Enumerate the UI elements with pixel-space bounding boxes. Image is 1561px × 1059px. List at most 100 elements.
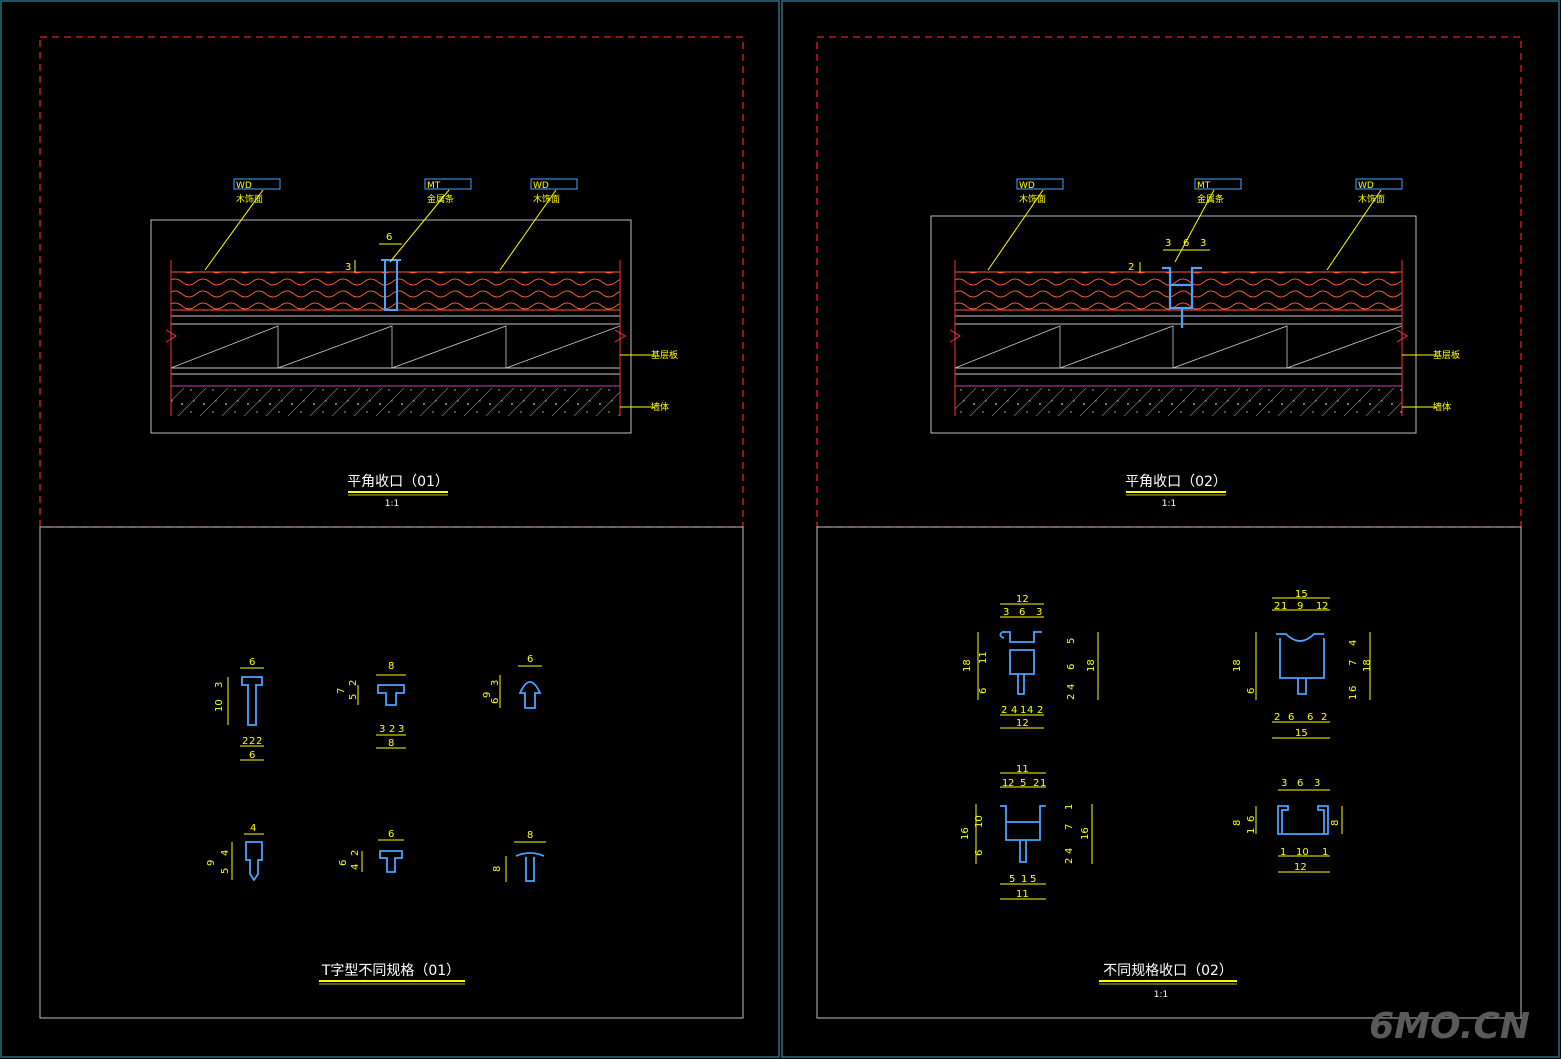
- svg-text:7: 7: [1064, 824, 1075, 830]
- svg-text:2: 2: [1322, 601, 1328, 612]
- svg-text:6: 6: [978, 688, 989, 694]
- spec-panel-frame: [816, 526, 1522, 1019]
- svg-text:8: 8: [1330, 820, 1341, 826]
- svg-text:1: 1: [1021, 874, 1027, 885]
- watermark: 6MO.CN: [1369, 1006, 1530, 1047]
- right-sheet-frame: [781, 0, 1560, 1058]
- svg-text:5: 5: [1066, 638, 1077, 644]
- right-label-wall: 墙体: [1433, 401, 1451, 413]
- svg-text:7: 7: [336, 688, 347, 694]
- svg-text:4: 4: [220, 850, 231, 856]
- right-dim-top-3: 3: [1200, 238, 1206, 249]
- svg-text:6: 6: [1066, 664, 1077, 670]
- svg-text:2: 2: [1001, 705, 1007, 716]
- svg-text:3: 3: [214, 682, 225, 688]
- svg-text:8: 8: [388, 661, 394, 672]
- svg-text:6: 6: [1348, 686, 1359, 692]
- right-dim-side: 2: [1128, 262, 1134, 273]
- svg-text:4: 4: [1064, 848, 1075, 854]
- svg-text:18: 18: [1086, 659, 1097, 672]
- tee-profile-5: 6 6 4 2: [338, 829, 404, 873]
- svg-text:5: 5: [220, 868, 231, 874]
- svg-text:12: 12: [1016, 718, 1029, 729]
- svg-text:5: 5: [348, 694, 359, 700]
- left-detail-title: 平角收口（01）: [347, 474, 449, 490]
- right-tag-2-code: MT: [1197, 181, 1211, 191]
- svg-text:8: 8: [1232, 820, 1243, 826]
- tee-profile-6: 8 8: [492, 830, 546, 882]
- svg-text:2: 2: [1274, 601, 1280, 612]
- right-dim-top-1: 3: [1165, 238, 1171, 249]
- left-section-detail: [150, 189, 655, 434]
- svg-text:9: 9: [482, 692, 493, 698]
- svg-text:9: 9: [206, 860, 217, 866]
- spec-profile-1: 12 3 6 3 18 11 6 5 6 18 4 2 2 4 1 4 2 12: [962, 594, 1099, 729]
- svg-text:11: 11: [1016, 889, 1029, 900]
- svg-text:1: 1: [1348, 694, 1359, 700]
- right-tag-3: WD 木饰面: [1355, 178, 1403, 205]
- tee-profile-4: 4 9 5 4: [206, 823, 264, 882]
- right-tag-3-code: WD: [1358, 181, 1374, 191]
- svg-text:3: 3: [1281, 778, 1287, 789]
- right-tag-2-name: 金属条: [1197, 193, 1224, 205]
- svg-text:1: 1: [1002, 778, 1008, 789]
- spec-panel-scale: 1:1: [1154, 990, 1168, 1000]
- svg-text:1: 1: [1020, 705, 1026, 716]
- svg-text:8: 8: [527, 830, 533, 841]
- svg-text:1: 1: [1040, 778, 1046, 789]
- right-tag-2: MT 金属条: [1194, 178, 1242, 205]
- svg-text:3: 3: [490, 680, 501, 686]
- svg-text:3: 3: [1003, 607, 1009, 618]
- svg-text:2: 2: [389, 724, 395, 735]
- svg-text:18: 18: [1232, 659, 1243, 672]
- svg-text:2: 2: [1037, 705, 1043, 716]
- left-tag-3-name: 木饰面: [533, 193, 560, 205]
- svg-text:7: 7: [1348, 660, 1359, 666]
- svg-text:2: 2: [1008, 778, 1014, 789]
- left-dim-top: 6: [386, 232, 392, 243]
- svg-text:3: 3: [398, 724, 404, 735]
- tee-profile-1: 6 3 10 2 2 2 6: [214, 657, 264, 761]
- left-sheet-frame: [0, 0, 780, 1058]
- svg-text:2: 2: [256, 736, 262, 747]
- svg-text:1: 1: [1281, 601, 1287, 612]
- svg-text:11: 11: [978, 651, 989, 664]
- svg-text:8: 8: [388, 738, 394, 749]
- svg-text:5: 5: [1020, 778, 1026, 789]
- left-tag-2-name: 金属条: [427, 193, 454, 205]
- svg-text:2: 2: [1274, 712, 1280, 723]
- svg-text:4: 4: [350, 864, 361, 870]
- left-tag-3: WD 木饰面: [530, 178, 578, 205]
- svg-text:6: 6: [527, 654, 533, 665]
- svg-text:6: 6: [490, 698, 501, 704]
- svg-text:2: 2: [1321, 712, 1327, 723]
- svg-text:1: 1: [1280, 847, 1286, 858]
- svg-text:10: 10: [1296, 847, 1309, 858]
- svg-text:1: 1: [1246, 828, 1257, 834]
- svg-text:4: 4: [1348, 640, 1359, 646]
- right-detail-title: 平角收口（02）: [1125, 474, 1227, 490]
- svg-text:6: 6: [388, 829, 394, 840]
- svg-text:8: 8: [492, 866, 503, 872]
- svg-text:10: 10: [974, 815, 985, 828]
- svg-text:5: 5: [1009, 874, 1015, 885]
- right-tag-3-name: 木饰面: [1358, 193, 1385, 205]
- left-tag-1-code: WD: [236, 181, 252, 191]
- svg-text:9: 9: [1297, 601, 1303, 612]
- left-tag-2: MT 金属条: [424, 178, 472, 205]
- svg-text:6: 6: [1307, 712, 1313, 723]
- right-detail-scale: 1:1: [1162, 499, 1176, 509]
- svg-text:3: 3: [379, 724, 385, 735]
- right-label-base-board: 基层板: [1433, 349, 1460, 361]
- svg-text:10: 10: [214, 699, 225, 712]
- left-tag-3-code: WD: [533, 181, 549, 191]
- svg-text:12: 12: [1016, 594, 1029, 605]
- tee-panel-title: T字型不同规格（01）: [321, 963, 460, 979]
- svg-text:1: 1: [1064, 804, 1075, 810]
- svg-text:3: 3: [1314, 778, 1320, 789]
- svg-text:16: 16: [960, 827, 971, 840]
- svg-text:2: 2: [1033, 778, 1039, 789]
- svg-text:1: 1: [1316, 601, 1322, 612]
- svg-text:4: 4: [1011, 705, 1017, 716]
